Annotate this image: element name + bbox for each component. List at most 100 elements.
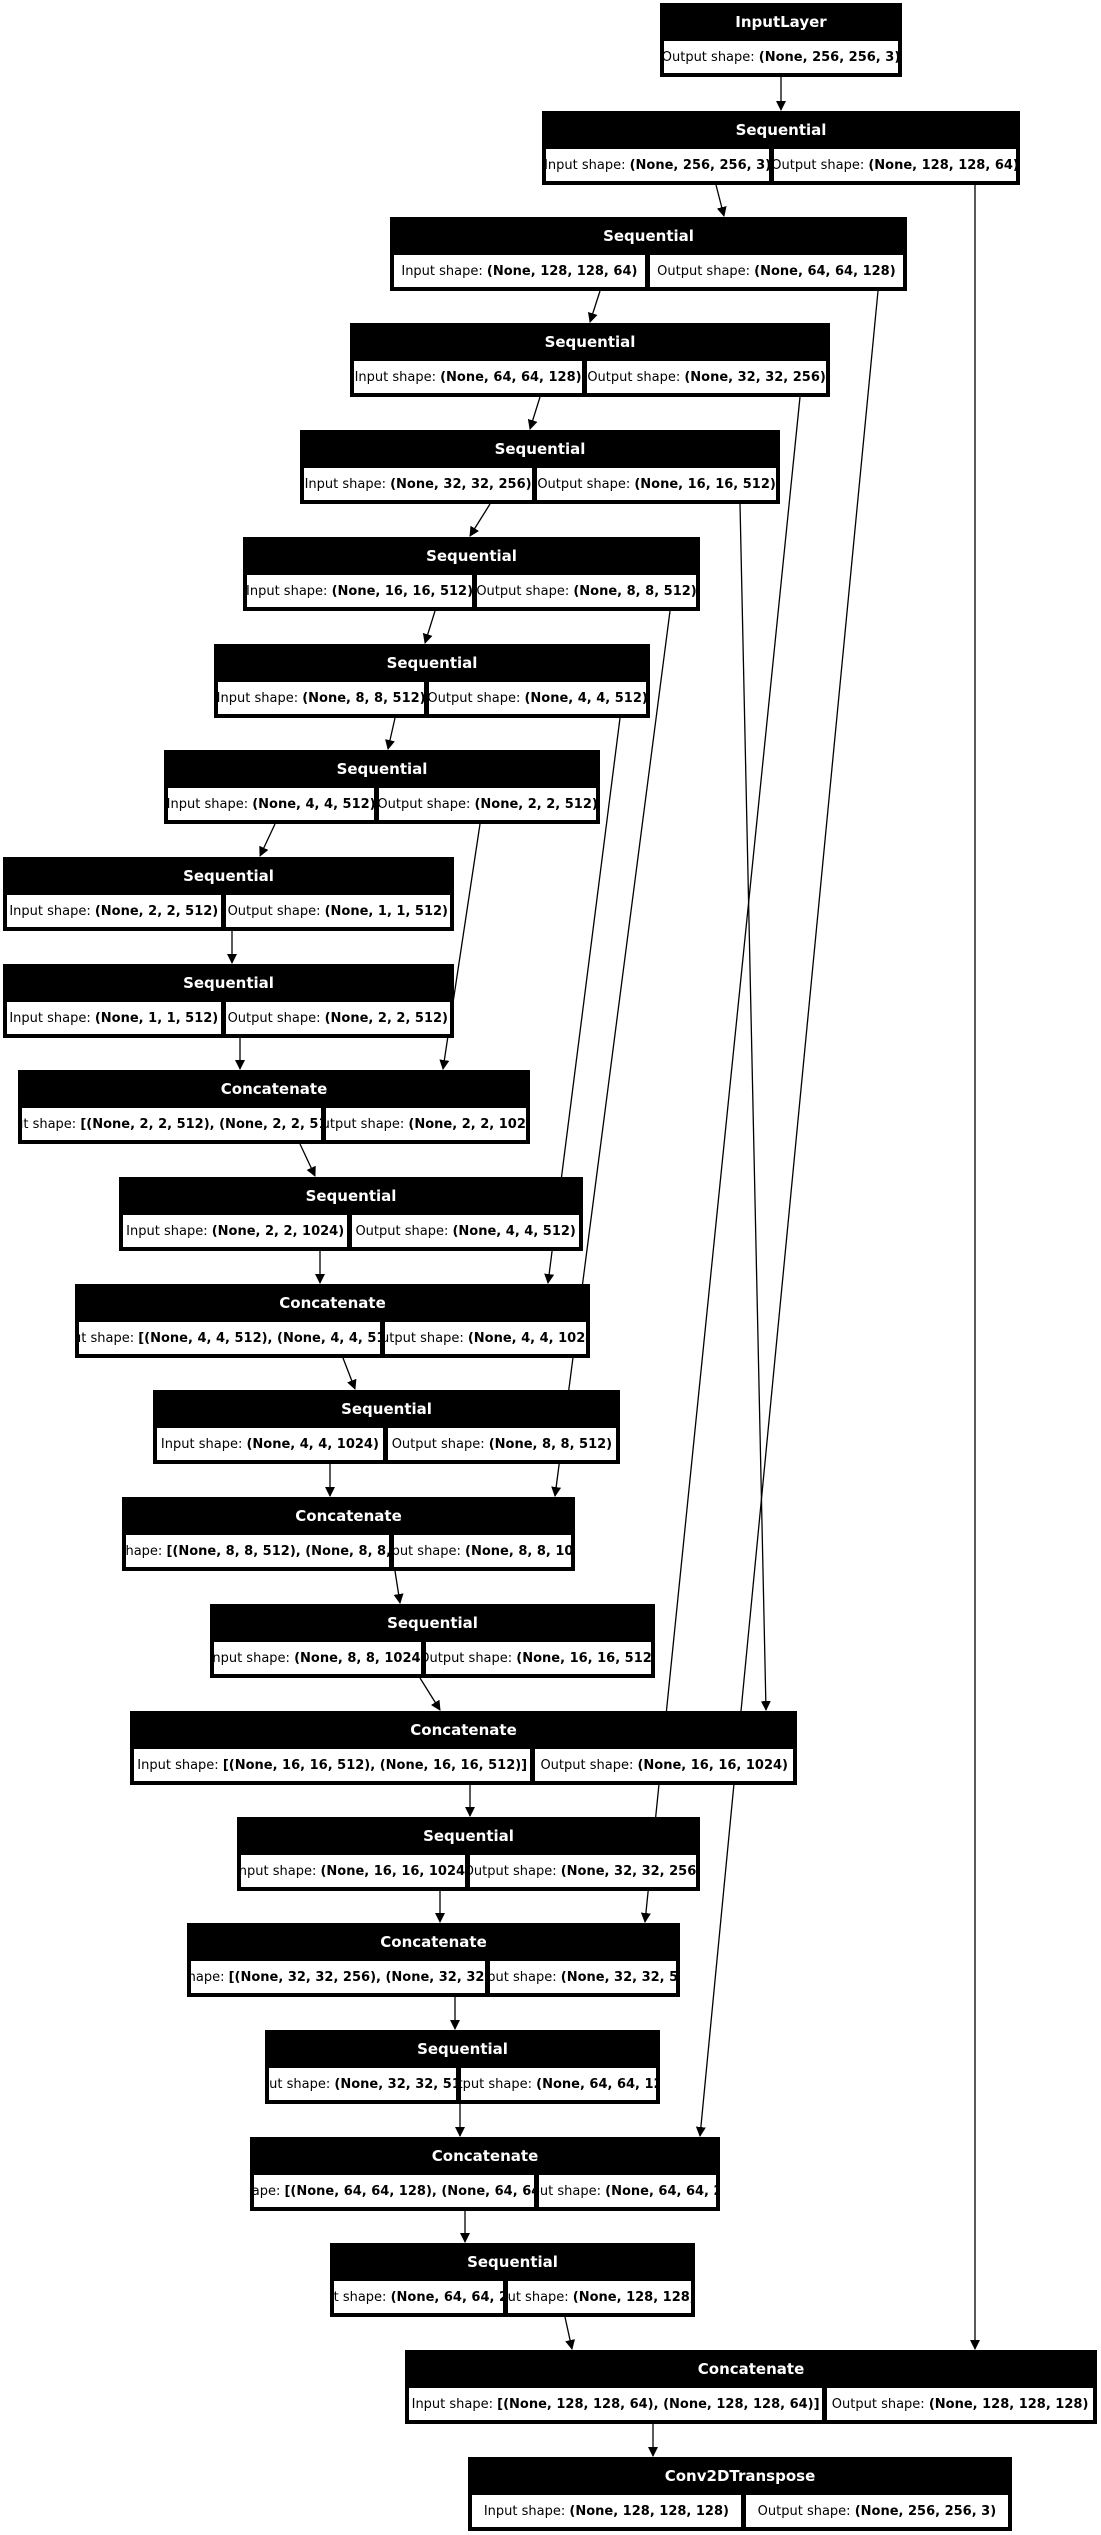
shape-cells: Input shape: (None, 128, 128, 64) Output… — [394, 255, 903, 287]
shape-cells: Input shape: (None, 64, 64, 256) Output … — [334, 2281, 691, 2313]
output-shape-value: (None, 64, 64, 256) — [605, 2183, 716, 2199]
input-shape-cell: Input shape: (None, 4, 4, 1024) — [157, 1428, 383, 1460]
input-shape-prefix: Input shape: — [22, 1116, 77, 1132]
layer-node: Sequential Input shape: (None, 64, 64, 1… — [350, 323, 830, 397]
input-shape-value: (None, 8, 8, 512) — [302, 690, 425, 706]
edge-arrow — [385, 717, 396, 750]
input-shape-value: [(None, 32, 32, 256), (None, 32, 32, 256… — [228, 1969, 485, 1985]
input-shape-value: (None, 1, 1, 512) — [94, 1010, 219, 1026]
layer-node: Sequential Input shape: (None, 32, 32, 2… — [300, 430, 780, 504]
input-shape-value: (None, 2, 2, 1024) — [211, 1223, 345, 1239]
output-shape-cell: Output shape: (None, 2, 2, 1024) — [326, 1108, 526, 1140]
output-shape-cell: Output shape: (None, 128, 128, 128) — [827, 2388, 1093, 2420]
output-shape-cell: Output shape: (None, 32, 32, 512) — [489, 1961, 676, 1993]
input-shape-cell: Input shape: [(None, 8, 8, 512), (None, … — [126, 1535, 390, 1567]
input-shape-value: (None, 32, 32, 512) — [334, 2076, 455, 2092]
input-shape-cell: Input shape: (None, 1, 1, 512) — [7, 1002, 221, 1034]
output-shape-cell: Output shape: (None, 32, 32, 256) — [587, 361, 826, 393]
shape-cells: Input shape: (None, 16, 16, 512) Output … — [247, 575, 696, 607]
layer-type-label: Sequential — [183, 974, 274, 992]
input-shape-cell: Input shape: [(None, 16, 16, 512), (None… — [134, 1749, 531, 1781]
output-shape-value: (None, 2, 2, 1024) — [408, 1116, 526, 1132]
edge-arrow — [564, 2316, 575, 2350]
output-shape-cell: Output shape: (None, 256, 256, 3) — [745, 2495, 1009, 2527]
output-shape-prefix: Output shape: — [537, 476, 635, 492]
output-shape-prefix: Output shape: — [469, 1863, 561, 1879]
input-shape-prefix: Input shape: — [9, 1010, 95, 1026]
output-shape-prefix: Output shape: — [426, 1650, 517, 1666]
shape-cells: Input shape: (None, 32, 32, 512) Output … — [269, 2068, 656, 2100]
output-shape-prefix: Output shape: — [539, 2183, 601, 2199]
output-shape-prefix: Output shape: — [774, 157, 869, 173]
layer-node: Sequential Input shape: (None, 4, 4, 102… — [153, 1390, 620, 1464]
input-shape-value: [(None, 4, 4, 512), (None, 4, 4, 512)] — [138, 1330, 381, 1346]
output-shape-value: (None, 8, 8, 512) — [573, 583, 696, 599]
edge-arrow — [422, 610, 436, 644]
output-shape-cell: Output shape: (None, 16, 16, 512) — [537, 468, 776, 500]
edge-arrow — [695, 290, 879, 2137]
output-shape-value: (None, 16, 16, 1024) — [637, 1757, 788, 1773]
layer-type-label: Sequential — [386, 654, 478, 672]
input-shape-cell: Input shape: (None, 64, 64, 128) — [354, 361, 583, 393]
layer-type-label: Sequential — [341, 1400, 432, 1418]
output-shape-value: (None, 256, 256, 3) — [854, 2503, 997, 2519]
output-shape-prefix: Output shape: — [227, 903, 325, 919]
input-shape-prefix: Input shape: — [126, 1223, 212, 1239]
shape-cells: Input shape: (None, 2, 2, 512) Output sh… — [7, 895, 450, 927]
output-shape-cell: Output shape: (None, 8, 8, 512) — [387, 1428, 616, 1460]
input-shape-prefix: Input shape: — [241, 1863, 321, 1879]
input-shape-cell: Input shape: (None, 256, 256, 3) — [546, 149, 770, 181]
edge-arrow — [551, 610, 671, 1497]
output-shape-prefix: Output shape: — [461, 2076, 532, 2092]
shape-cells: Output shape: (None, 256, 256, 3) — [664, 41, 898, 73]
output-shape-cell: Output shape: (None, 128, 128, 64) — [508, 2281, 691, 2313]
input-shape-cell: Input shape: (None, 64, 64, 256) — [334, 2281, 504, 2313]
output-shape-cell: Output shape: (None, 4, 4, 1024) — [385, 1322, 586, 1354]
output-shape-prefix: Output shape: — [540, 1757, 638, 1773]
shape-cells: Input shape: (None, 16, 16, 1024) Output… — [241, 1855, 696, 1887]
input-shape-value: (None, 256, 256, 3) — [629, 157, 770, 173]
output-shape-cell: Output shape: (None, 16, 16, 512) — [426, 1642, 651, 1674]
layer-node: Sequential Input shape: (None, 4, 4, 512… — [164, 750, 600, 824]
input-shape-value: (None, 128, 128, 128) — [569, 2503, 729, 2519]
output-shape-value: (None, 64, 64, 128) — [536, 2076, 656, 2092]
layer-type-label: Concatenate — [220, 1080, 328, 1098]
edge-arrow — [640, 396, 801, 1923]
input-shape-prefix: Input shape: — [218, 690, 303, 706]
output-shape-cell: Output shape: (None, 32, 32, 256) — [469, 1855, 696, 1887]
output-shape-prefix: Output shape: — [394, 1543, 461, 1559]
layer-type-label: InputLayer — [735, 13, 827, 31]
shape-cells: Input shape: [(None, 8, 8, 512), (None, … — [126, 1535, 571, 1567]
shape-cells: Input shape: [(None, 32, 32, 256), (None… — [191, 1961, 676, 1993]
output-shape-value: (None, 4, 4, 512) — [452, 1223, 576, 1239]
layer-type-label: Concatenate — [279, 1294, 386, 1312]
output-shape-value: (None, 2, 2, 512) — [474, 796, 596, 812]
output-shape-prefix: Output shape: — [489, 1969, 557, 1985]
layer-node: InputLayer Output shape: (None, 256, 256… — [660, 3, 902, 77]
input-shape-value: (None, 64, 64, 256) — [390, 2289, 504, 2305]
input-shape-cell: Input shape: (None, 128, 128, 64) — [394, 255, 645, 287]
input-shape-value: (None, 16, 16, 512) — [331, 583, 473, 599]
output-shape-prefix: Output shape: — [391, 1436, 489, 1452]
layer-type-label: Concatenate — [380, 1933, 487, 1951]
input-shape-cell: Input shape: (None, 32, 32, 256) — [304, 468, 533, 500]
output-shape-prefix: Output shape: — [664, 49, 759, 65]
input-shape-prefix: Input shape: — [483, 2503, 570, 2519]
layer-type-label: Sequential — [494, 440, 586, 458]
input-shape-value: (None, 2, 2, 512) — [94, 903, 219, 919]
layer-type-label: Concatenate — [697, 2360, 805, 2378]
input-shape-cell: Input shape: [(None, 4, 4, 512), (None, … — [79, 1322, 381, 1354]
layer-type-label: Concatenate — [295, 1507, 402, 1525]
output-shape-prefix: Output shape: — [477, 583, 574, 599]
output-shape-value: (None, 2, 2, 512) — [324, 1010, 448, 1026]
layer-type-label: Sequential — [544, 333, 636, 351]
layer-node: Sequential Input shape: (None, 16, 16, 5… — [243, 537, 700, 611]
input-shape-cell: Input shape: (None, 2, 2, 512) — [7, 895, 221, 927]
output-shape-value: (None, 4, 4, 1024) — [467, 1330, 586, 1346]
output-shape-value: (None, 8, 8, 1024) — [465, 1543, 571, 1559]
shape-cells: Input shape: [(None, 128, 128, 64), (Non… — [409, 2388, 1093, 2420]
input-shape-value: [(None, 64, 64, 128), (None, 64, 64, 128… — [284, 2183, 533, 2199]
output-shape-cell: Output shape: (None, 128, 128, 64) — [774, 149, 1016, 181]
shape-cells: Input shape: (None, 8, 8, 512) Output sh… — [218, 682, 646, 714]
output-shape-value: (None, 32, 32, 256) — [560, 1863, 696, 1879]
